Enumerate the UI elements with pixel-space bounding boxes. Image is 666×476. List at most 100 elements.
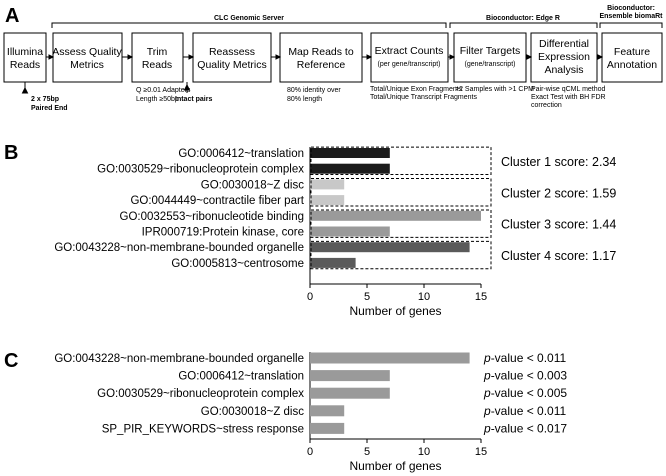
- category-label: IPR000719:Protein kinase, core: [142, 227, 304, 239]
- category-label: GO:0044449~contractile fiber part: [130, 195, 304, 207]
- panel-label-c: C: [4, 350, 18, 372]
- category-label: GO:0032553~ribonucleotide binding: [120, 211, 304, 223]
- bar: [310, 179, 345, 190]
- p-value-label: p-value < 0.011: [483, 351, 567, 365]
- group-label-biomart-1: Bioconductor:: [607, 5, 655, 12]
- category-label: GO:0005813~centrosome: [171, 258, 304, 270]
- step-feature-line1: Feature: [614, 46, 650, 58]
- group-bracket-biomart: [599, 22, 663, 28]
- bar: [310, 163, 390, 174]
- category-label: GO:0043228~non-membrane-bounded organell…: [54, 242, 304, 254]
- category-label: SP_PIR_KEYWORDS~stress response: [102, 423, 304, 435]
- category-label: GO:0030529~ribonucleoprotein complex: [97, 388, 304, 400]
- cluster-box: [310, 178, 492, 207]
- note-trim-2: Length ≥50bp: [136, 96, 179, 103]
- x-axis-title: Number of genes: [349, 459, 441, 473]
- step-map-line1: Map Reads to: [288, 46, 354, 58]
- pipeline-steps: [3, 32, 663, 83]
- step-box-filter: [453, 32, 527, 83]
- cluster-score-label: Cluster 3 score: 1.44: [501, 218, 616, 232]
- panel-label-b: B: [4, 142, 18, 164]
- note-de-3: correction: [531, 102, 562, 109]
- note-extract-1: Total/Unique Exon Fragments: [370, 86, 463, 93]
- step-box-illumina: [3, 32, 47, 83]
- p-value-label: p-value < 0.003: [483, 369, 567, 383]
- step-box-trim: [131, 32, 184, 83]
- bar: [310, 387, 390, 399]
- step-illumina-line1: Illumina: [7, 46, 43, 58]
- group-label-clc: CLC Genomic Server: [214, 15, 284, 22]
- p-value-prefix: p: [483, 404, 491, 418]
- x-axis-title: Number of genes: [349, 304, 441, 318]
- category-label: GO:0006412~translation: [178, 148, 304, 160]
- cluster-score-label: Cluster 4 score: 1.17: [501, 249, 616, 263]
- step-map-line2: Reference: [297, 59, 346, 71]
- step-trim-line1: Trim: [147, 46, 168, 58]
- p-value-text: -value < 0.017: [491, 421, 568, 435]
- x-tick-label: 15: [475, 446, 487, 458]
- cluster-score-label: Cluster 1 score: 2.34: [501, 155, 616, 169]
- p-value-prefix: p: [483, 369, 491, 383]
- p-value-prefix: p: [483, 386, 491, 400]
- note-map-1: 80% identity over: [287, 87, 341, 94]
- category-label: GO:0043228~non-membrane-bounded organell…: [54, 353, 304, 365]
- category-label: GO:0006412~translation: [178, 371, 304, 383]
- group-label-biomart-2: Ensemble biomaRt: [599, 13, 663, 20]
- group-bracket-edger: [449, 22, 598, 28]
- bar: [310, 148, 390, 158]
- step-trim-line2: Reads: [142, 59, 172, 71]
- step-extract-line1: Extract Counts: [375, 45, 444, 57]
- note-de-2: Exact Test with BH FDR: [531, 94, 606, 101]
- p-value-text: -value < 0.005: [491, 386, 568, 400]
- bar: [310, 257, 356, 268]
- p-value-prefix: p: [483, 351, 491, 365]
- step-reassess-line2: Quality Metrics: [197, 59, 266, 71]
- p-value-label: p-value < 0.017: [483, 421, 567, 435]
- x-tick-label: 5: [364, 291, 370, 303]
- pipeline-arrows: [46, 54, 604, 60]
- bar: [310, 210, 481, 221]
- p-value-text: -value < 0.003: [491, 369, 568, 383]
- bar: [310, 352, 470, 364]
- bar: [310, 422, 345, 434]
- p-value-prefix: p: [483, 421, 491, 435]
- step-filter-line1: Filter Targets: [460, 45, 521, 57]
- note-trim-1: Q ≥0.01 Adapters: [136, 87, 191, 94]
- bar: [310, 405, 345, 417]
- bar: [310, 242, 470, 253]
- category-label: GO:0030018~Z disc: [201, 179, 304, 191]
- group-label-edger: Bioconductor: Edge R: [486, 15, 560, 22]
- step-box-map: [279, 32, 363, 83]
- step-assess-line1: Assess Quality: [52, 46, 122, 58]
- step-feature-line2: Annotation: [607, 59, 657, 71]
- bar: [310, 195, 345, 206]
- note-paired-2: Paired End: [31, 105, 68, 112]
- cluster-box: [310, 146, 492, 176]
- note-filter-1: >2 Samples with >1 CPM: [455, 86, 534, 93]
- p-value-text: -value < 0.011: [491, 404, 567, 418]
- step-box-assess: [52, 32, 123, 83]
- group-bracket-clc: [51, 22, 447, 28]
- cluster-box: [310, 209, 492, 238]
- step-illumina-line2: Reads: [10, 59, 40, 71]
- note-extract-2: Total/Unique Transcript Fragments: [370, 94, 477, 101]
- step-reassess-line1: Reassess: [209, 46, 255, 58]
- p-value-text: -value < 0.011: [491, 351, 567, 365]
- bar: [310, 370, 390, 382]
- category-label: GO:0030018~Z disc: [201, 406, 304, 418]
- step-de-line3: Analysis: [544, 64, 583, 76]
- category-label: GO:0030529~ribonucleoprotein complex: [97, 164, 304, 176]
- step-box-extract: [370, 32, 449, 83]
- step-de-line1: Differential: [539, 38, 589, 50]
- x-tick-label: 10: [418, 291, 430, 303]
- note-de-1: Pair-wise qCML method: [531, 86, 606, 93]
- x-tick-label: 5: [364, 446, 370, 458]
- x-tick-label: 15: [475, 291, 487, 303]
- step-filter-line2: (gene/transcript): [465, 61, 516, 68]
- note-intact: Intact pairs: [175, 96, 212, 103]
- x-tick-label: 0: [307, 446, 313, 458]
- p-value-label: p-value < 0.011: [483, 404, 567, 418]
